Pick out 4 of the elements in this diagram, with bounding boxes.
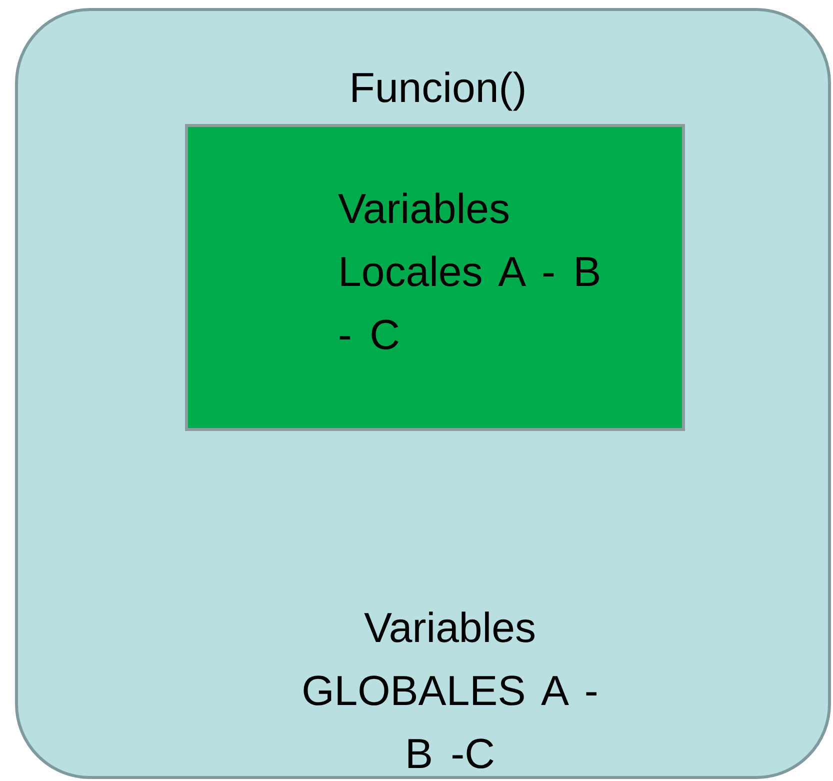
outer-panel	[15, 8, 831, 779]
box-heading: Funcion()	[348, 63, 528, 113]
panel-text: Variables GLOBALES A - B -C	[300, 603, 600, 779]
box-text: Variables Locales A - B - C	[338, 184, 602, 360]
